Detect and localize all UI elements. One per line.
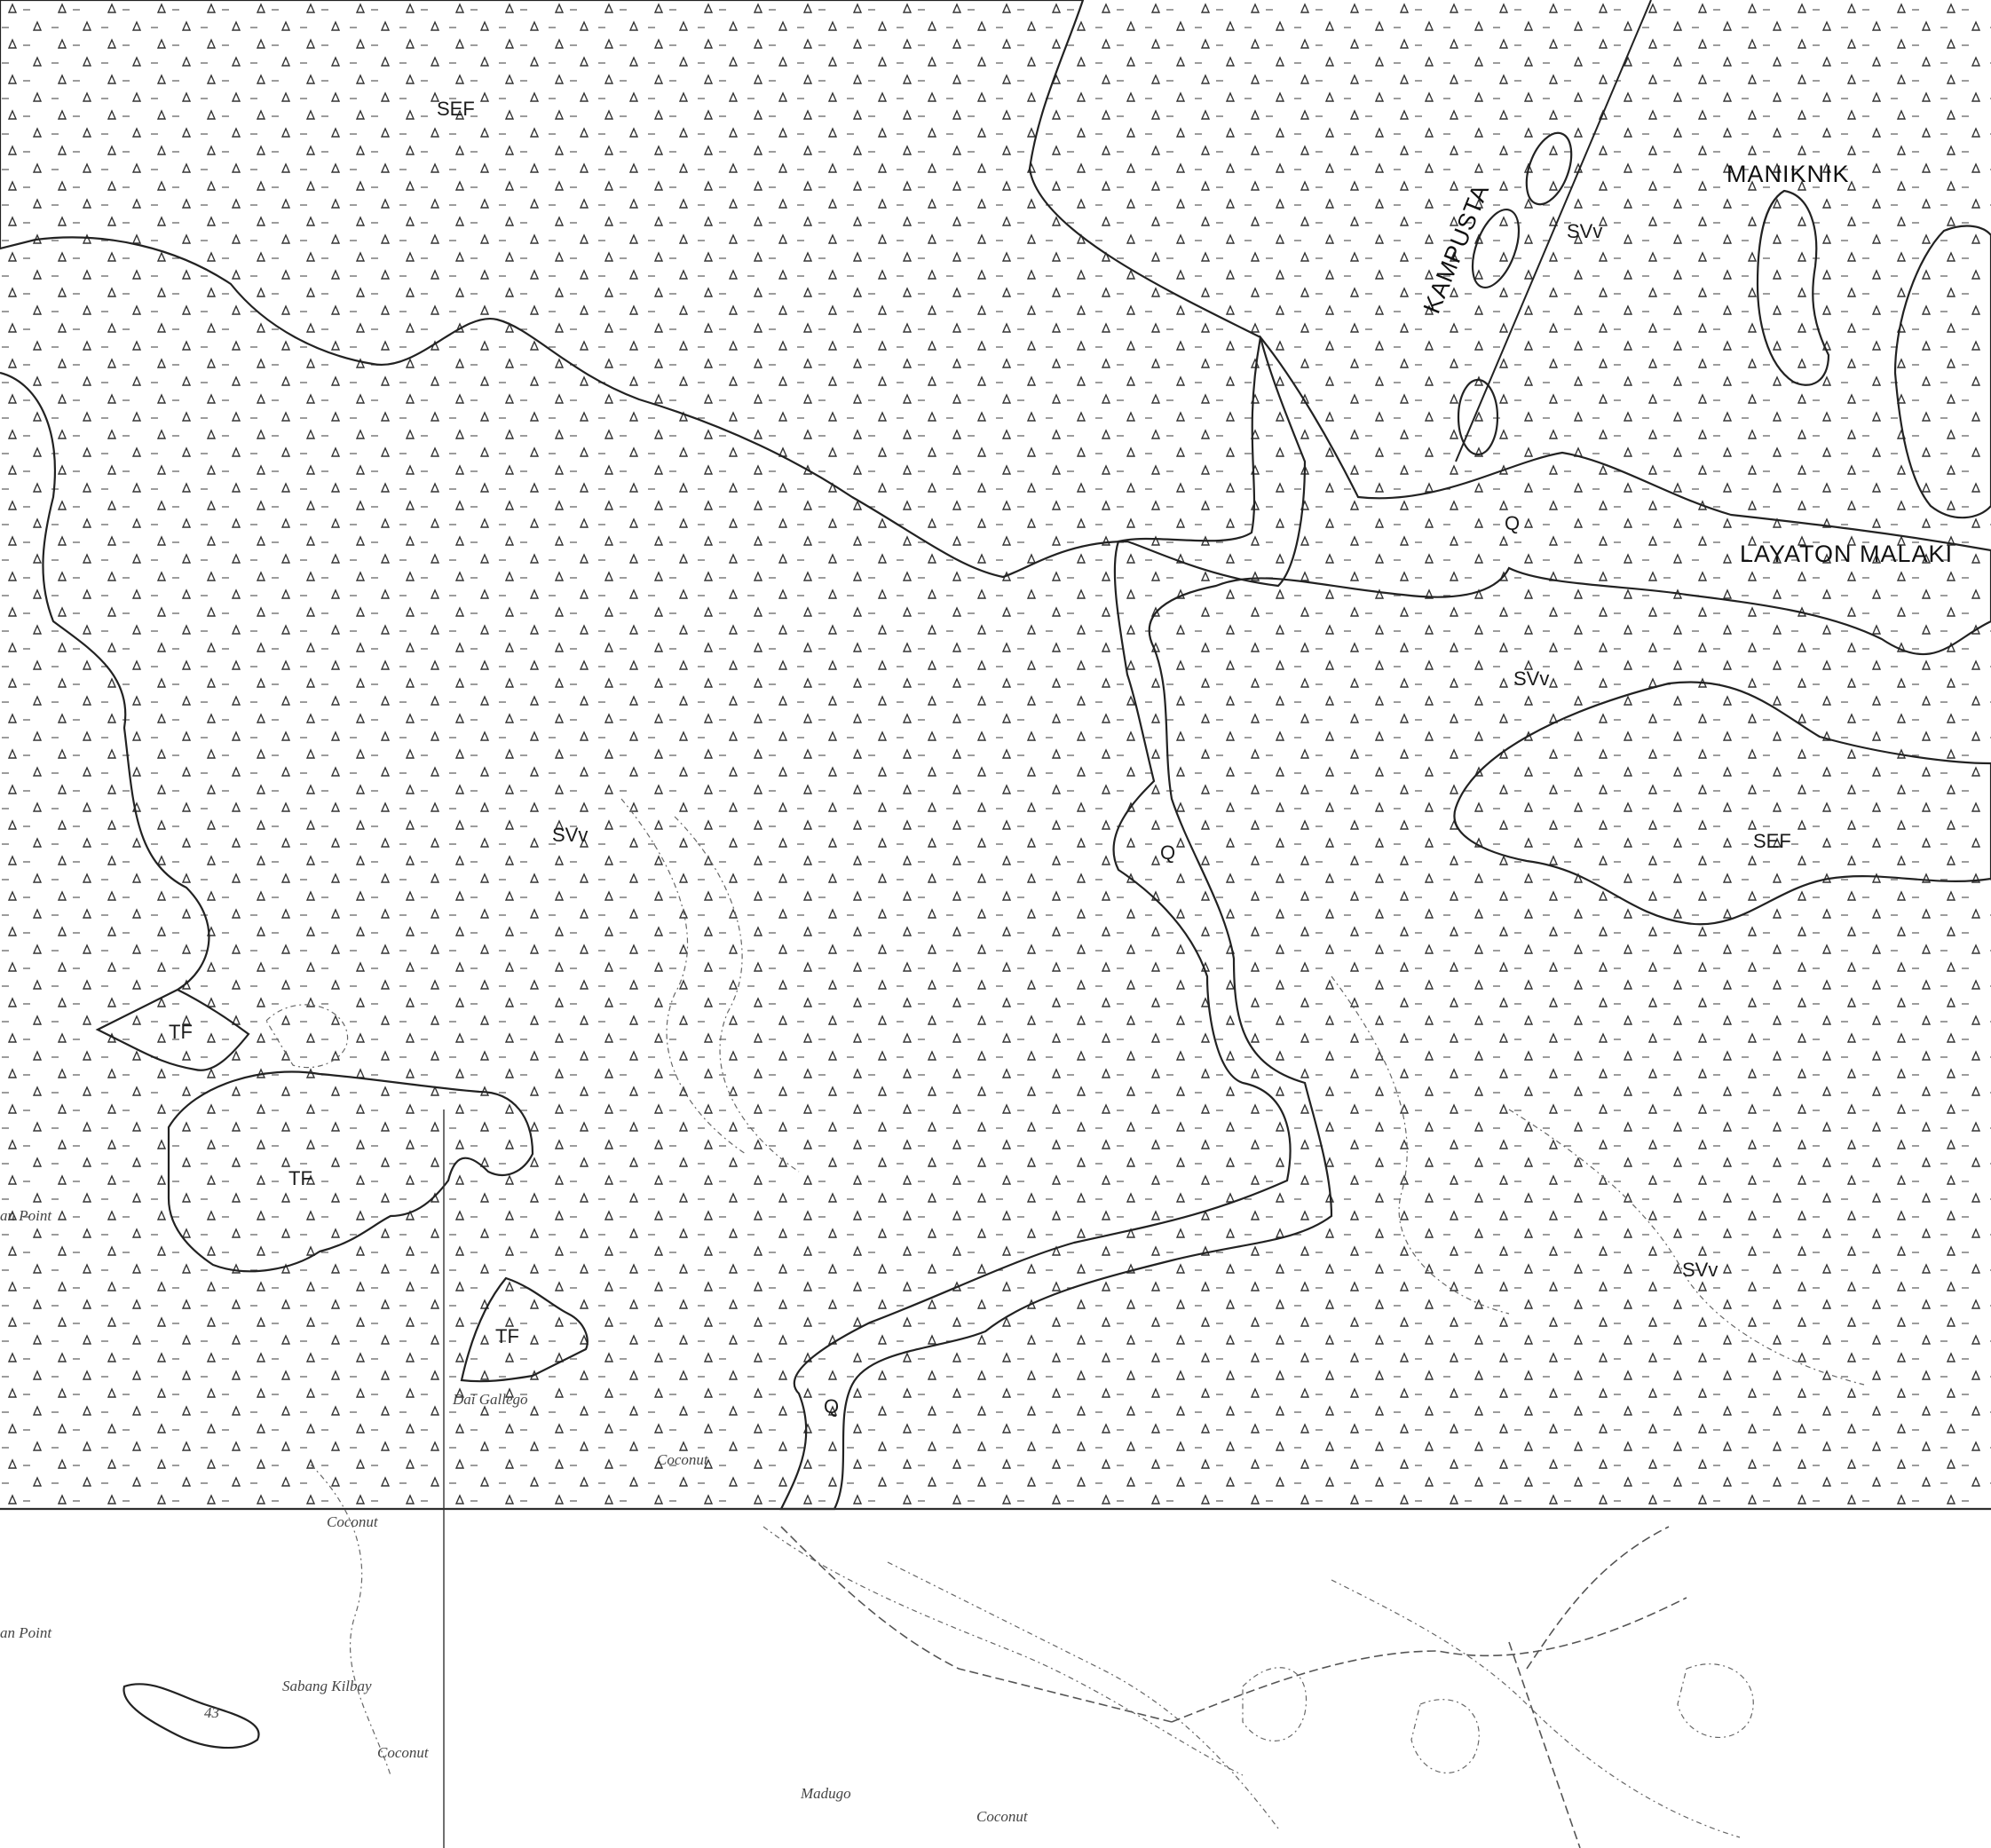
base-label-coconut-2: Coconut [327,1513,379,1530]
road-2 [1171,1597,1687,1723]
tf-unit-3 [460,1276,589,1383]
intrusive-body-3 [1457,378,1499,456]
intrusive-body-maniknik [1756,189,1830,386]
base-label-coconut-1: Coconut [377,1744,430,1761]
q-alluvium-north [779,335,1991,1511]
intrusive-body-2 [1471,209,1521,288]
base-label-madugo: Madugo [800,1785,851,1802]
base-label-coconut-4: Coconut [976,1808,1029,1825]
tf-unit-2 [167,1070,534,1273]
base-label-coconut-3: Coconut [657,1451,709,1468]
topographic-contours [265,798,1865,1838]
unit-label-svv-north: SVv [1567,220,1602,242]
unit-label-q-north: Q [1505,512,1520,534]
base-label-spot-height: 43 [204,1704,219,1721]
base-label-point-1: an Point [0,1207,52,1224]
road-4 [1526,1526,1670,1670]
sef-north-area [0,0,1307,588]
island [122,1683,260,1749]
base-label-sabang-kilbay: Sabang Kilbay [282,1678,372,1694]
road-3 [1508,1641,1581,1848]
place-label-maniknik: MANIKNIK [1726,161,1850,187]
road-1 [780,1526,1173,1723]
unit-label-svv-center: SVv [552,824,588,846]
west-contact [0,371,210,991]
intrusive-body-1 [1525,131,1573,206]
unit-label-tf-2: TF [288,1167,312,1189]
unit-label-tf-1: TF [169,1021,193,1043]
unit-label-q-south: Q [824,1395,839,1418]
unit-label-sef-north: SEF [437,98,475,120]
unit-label-sef-east: SEF [1753,830,1791,852]
base-label-dai-gallego: Dai Gallego [452,1391,528,1408]
unit-label-svv-southeast: SVv [1682,1259,1718,1281]
tf-unit-1 [95,988,250,1071]
svv-unit-area [0,0,1991,1509]
unit-label-q-mid: Q [1160,841,1175,864]
place-label-layaton-malaki: LAYATON MALAKI [1740,541,1953,567]
base-label-point-2: an Point [0,1624,52,1641]
unit-label-svv-east: SVv [1513,667,1549,690]
sef-east-area [1453,681,1991,926]
unit-label-tf-3: TF [495,1325,519,1347]
fault-line [1455,0,1652,462]
